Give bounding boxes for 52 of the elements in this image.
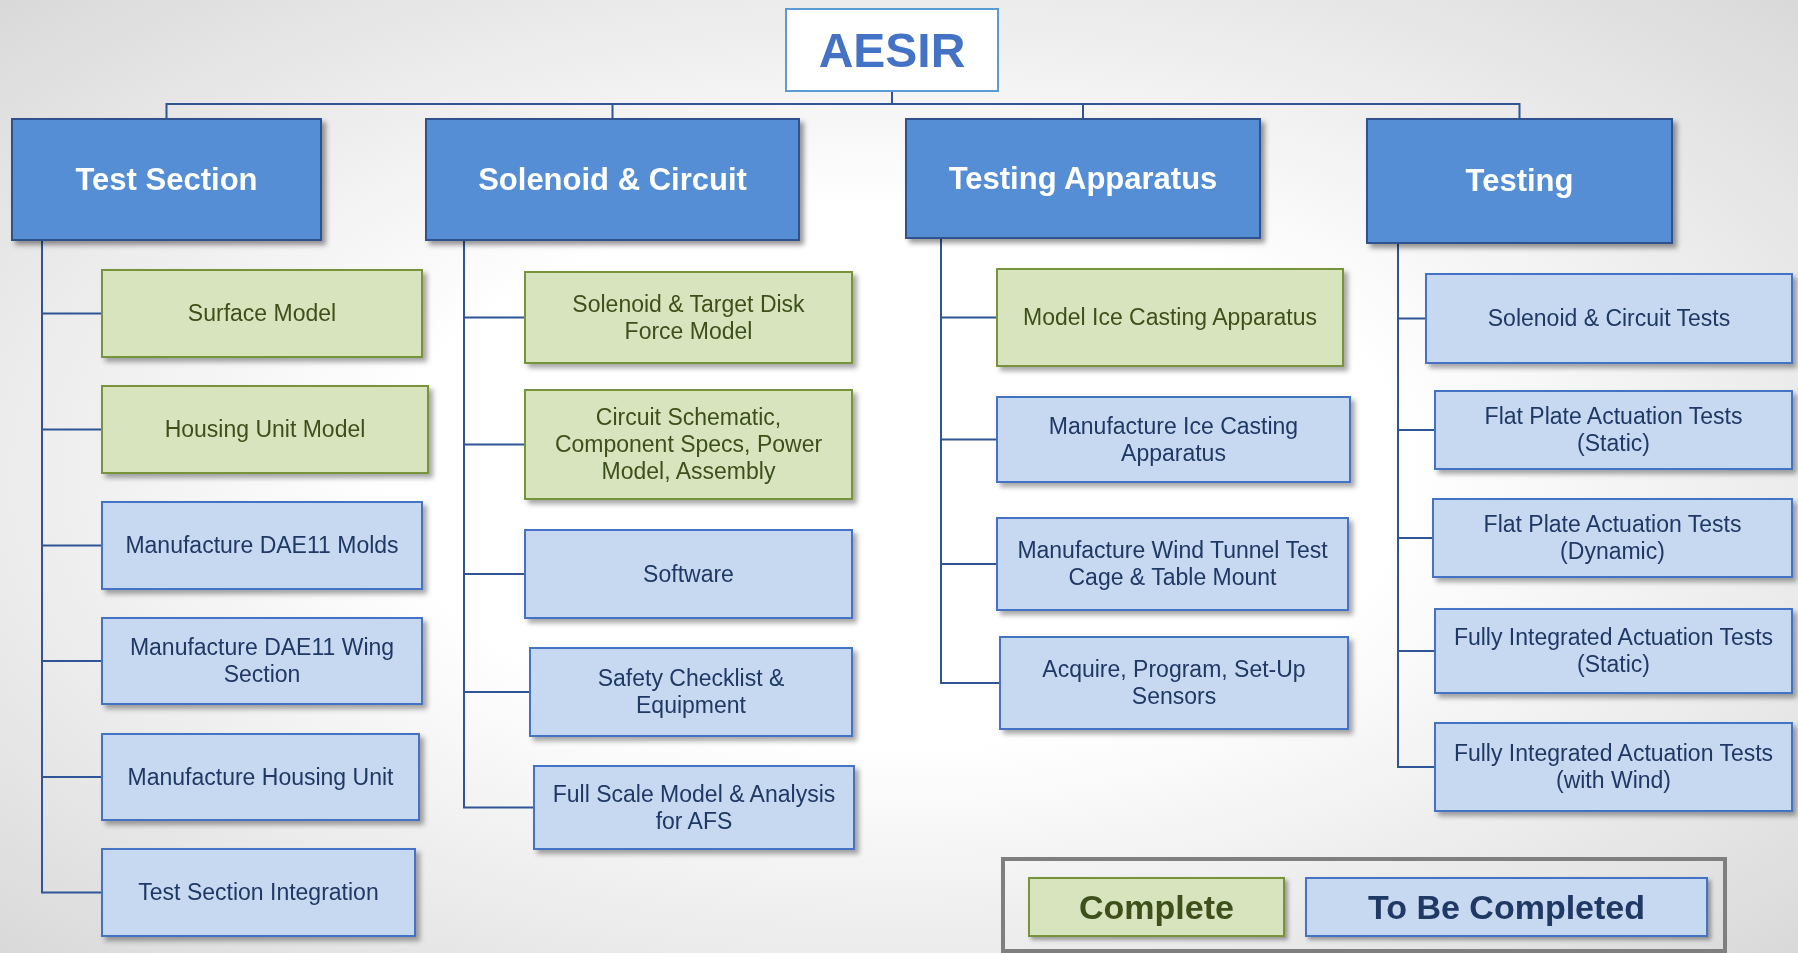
category-label: Testing bbox=[1465, 163, 1574, 199]
task-label: Acquire, Program, Set-Up Sensors bbox=[1041, 656, 1307, 710]
task-label: Manufacture Ice Casting Apparatus bbox=[1047, 412, 1300, 467]
task-label: Safety Checklist & Equipment bbox=[596, 665, 786, 719]
task-box bbox=[1434, 608, 1793, 694]
category-label: Testing Apparatus bbox=[948, 160, 1218, 197]
legend-swatch: To Be Completed bbox=[1305, 877, 1708, 937]
task-box bbox=[101, 385, 429, 474]
task-box bbox=[1434, 390, 1793, 470]
task-label: Manufacture Housing Unit bbox=[127, 763, 394, 791]
task-label: Solenoid & Circuit Tests bbox=[1487, 305, 1731, 332]
task-box bbox=[101, 617, 423, 705]
task-label: Full Scale Model & Analysis for AFS bbox=[551, 780, 837, 835]
task-box bbox=[996, 268, 1344, 367]
task-label: Manufacture DAE11 Wing Section bbox=[128, 634, 396, 688]
task-box bbox=[1425, 273, 1793, 364]
title-box bbox=[785, 8, 999, 92]
task-box bbox=[996, 396, 1351, 483]
category-box bbox=[905, 118, 1261, 239]
task-box bbox=[1432, 498, 1793, 578]
task-box bbox=[101, 501, 423, 590]
task-box bbox=[533, 765, 855, 850]
category-box bbox=[1366, 118, 1673, 244]
task-label: Model Ice Casting Apparatus bbox=[1022, 304, 1318, 331]
task-box bbox=[996, 517, 1349, 611]
category-label: Solenoid & Circuit bbox=[478, 161, 747, 198]
legend-swatch: Complete bbox=[1028, 877, 1285, 937]
task-box bbox=[101, 848, 416, 937]
task-box bbox=[101, 733, 420, 821]
task-label: Flat Plate Actuation Tests (Dynamic) bbox=[1482, 511, 1743, 565]
task-label: Housing Unit Model bbox=[164, 416, 366, 443]
category-label: Test Section bbox=[75, 161, 258, 198]
task-box bbox=[524, 529, 853, 619]
task-label: Fully Integrated Actuation Tests (Static) bbox=[1452, 624, 1775, 678]
category-box bbox=[425, 118, 800, 241]
task-label: Software bbox=[643, 560, 734, 588]
task-box bbox=[524, 389, 853, 500]
task-label: Surface Model bbox=[187, 300, 337, 327]
category-box bbox=[11, 118, 322, 241]
task-box bbox=[524, 271, 853, 364]
task-label: Manufacture Wind Tunnel Test Cage & Table Mount bbox=[1016, 537, 1329, 591]
task-label: Flat Plate Actuation Tests (Static) bbox=[1483, 403, 1744, 457]
task-label: Test Section Integration bbox=[138, 879, 379, 906]
task-label: Manufacture DAE11 Molds bbox=[125, 532, 399, 559]
task-label: Fully Integrated Actuation Tests (with Wind) bbox=[1452, 740, 1775, 794]
title: AESIR bbox=[818, 22, 966, 78]
task-label: Solenoid & Target Disk Force Model bbox=[571, 290, 806, 345]
task-label: Circuit Schematic, Component Specs, Power Model, Assembly bbox=[553, 404, 824, 485]
task-box bbox=[529, 647, 853, 737]
task-box bbox=[101, 269, 423, 358]
task-box bbox=[1434, 722, 1793, 812]
task-box bbox=[999, 636, 1349, 730]
